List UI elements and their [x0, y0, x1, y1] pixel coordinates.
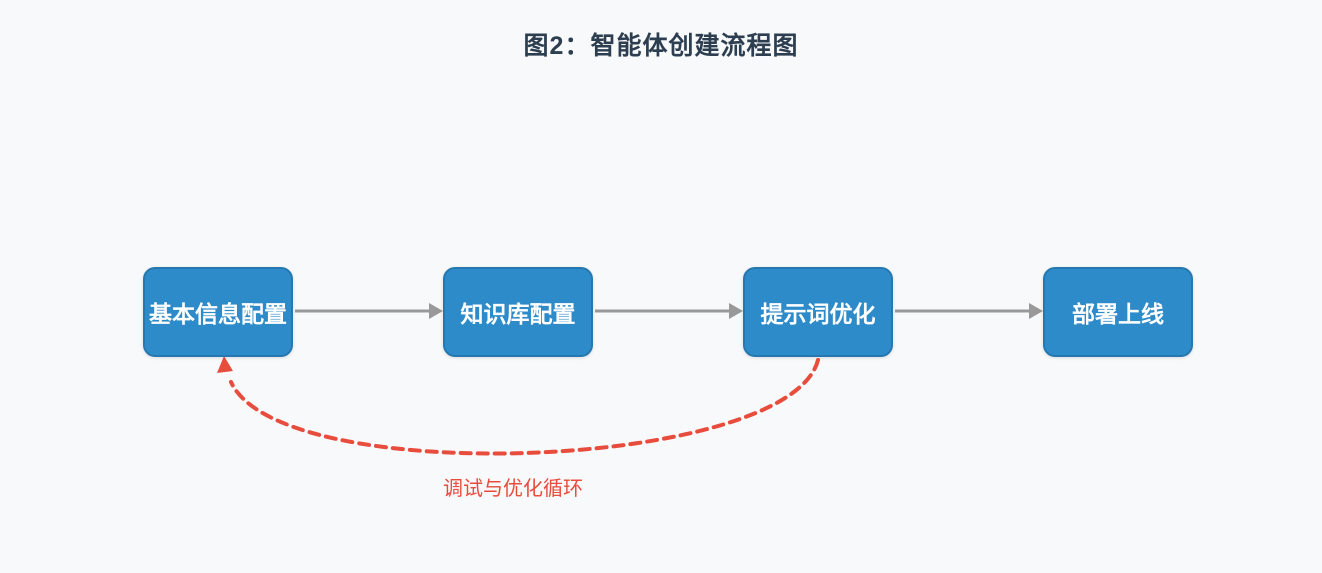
figure-title: 图2：智能体创建流程图 — [523, 32, 799, 60]
connector-arrowhead-2 — [729, 303, 743, 319]
connector-arrowhead-3 — [1029, 303, 1043, 319]
node-knowledge-base-config: 知识库配置 — [443, 267, 593, 357]
node-label: 知识库配置 — [460, 301, 576, 327]
connector-arrowhead-1 — [429, 303, 443, 319]
node-prompt-optimization: 提示词优化 — [743, 267, 893, 357]
node-label: 提示词优化 — [760, 301, 876, 327]
node-deploy-online: 部署上线 — [1043, 267, 1193, 357]
node-label: 基本信息配置 — [149, 301, 287, 327]
loop-dashed-curve — [229, 358, 820, 456]
loop-arrowhead — [217, 356, 233, 373]
node-basic-info-config: 基本信息配置 — [143, 267, 293, 357]
loop-label: 调试与优化循环 — [443, 478, 583, 500]
node-label: 部署上线 — [1072, 301, 1164, 327]
